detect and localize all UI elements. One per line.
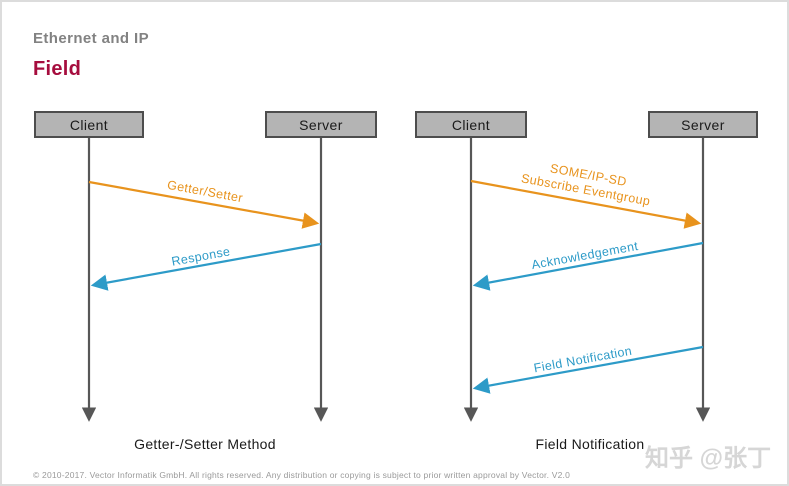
diagram-caption-getter-setter: Getter-/Setter Method: [134, 436, 276, 452]
actor-box-left-client: Client: [34, 111, 144, 138]
slide-kicker: Ethernet and IP: [33, 30, 150, 47]
page-title: Field: [33, 58, 82, 80]
actor-label: Client: [69, 116, 109, 133]
zhihu-watermark: 知乎 @张丁: [645, 445, 772, 472]
actor-box-right-client: Client: [415, 111, 527, 138]
actor-label: Client: [451, 116, 491, 133]
actor-box-left-server: Server: [265, 111, 377, 138]
message-label-subscribe-eventgroup: SOME/IP-SD Subscribe Eventgroup: [520, 157, 654, 210]
diagram-caption-field-notification: Field Notification: [535, 436, 645, 452]
message-label-acknowledgement: Acknowledgement: [530, 238, 640, 273]
actor-label: Server: [299, 116, 343, 133]
message-label-response: Response: [170, 244, 232, 269]
actor-box-right-server: Server: [648, 111, 758, 138]
copyright-notice: © 2010-2017. Vector Informatik GmbH. All…: [33, 470, 571, 480]
actor-label: Server: [681, 116, 725, 133]
message-label-getter-setter: Getter/Setter: [166, 177, 245, 206]
message-label-field-notification: Field Notification: [532, 343, 634, 376]
